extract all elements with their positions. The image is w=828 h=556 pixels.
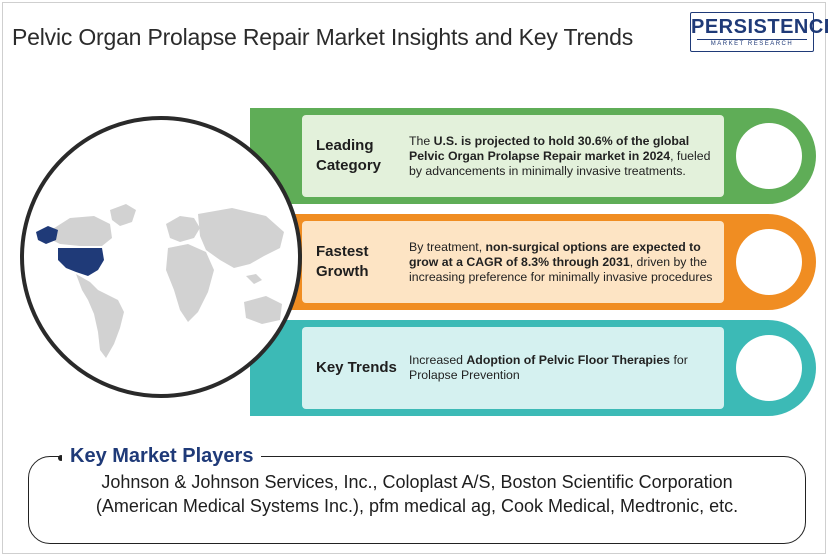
globe bbox=[18, 114, 304, 400]
description-highlight: Adoption of Pelvic Floor Therapies bbox=[466, 353, 671, 367]
description-text: Increased bbox=[409, 353, 467, 367]
description-text: , fueled by advancements in minimally in… bbox=[409, 148, 711, 178]
insight-description: The U.S. is projected to hold 30.6% of t… bbox=[397, 134, 724, 179]
insight-description: By treatment, non-surgical options are e… bbox=[397, 240, 724, 285]
description-text: for Prolapse Prevention bbox=[409, 353, 688, 382]
description-highlight: U.S. is projected to hold 30.6% of the g… bbox=[409, 133, 690, 163]
band-circle-icon bbox=[736, 335, 802, 401]
key-players-list: Johnson & Johnson Services, Inc., Colopl… bbox=[95, 472, 739, 516]
key-players-heading: Key Market Players bbox=[62, 444, 262, 468]
insight-label: Key Trends bbox=[316, 359, 397, 376]
band-circle-icon bbox=[736, 123, 802, 189]
description-text: By treatment, bbox=[409, 239, 486, 254]
logo-main-text: PERSISTENCE bbox=[691, 16, 828, 38]
insight-card: Leading Category The U.S. is projected t… bbox=[302, 115, 724, 197]
insight-band-fastest-growth: Fastest Growth By treatment, non-surgica… bbox=[250, 214, 816, 310]
insight-band-key-trends: Key Trends Increased Adoption of Pelvic … bbox=[250, 320, 816, 416]
page-title: Pelvic Organ Prolapse Repair Market Insi… bbox=[12, 24, 634, 50]
description-text: The bbox=[409, 133, 434, 148]
world-map-icon bbox=[20, 116, 302, 398]
key-players-box bbox=[28, 456, 806, 544]
insight-description: Increased Adoption of Pelvic Floor Thera… bbox=[397, 353, 724, 383]
description-highlight: non-surgical options are expected to gro… bbox=[409, 239, 701, 269]
persistence-logo: PERSISTENCE MARKET RESEARCH bbox=[690, 12, 828, 52]
insight-label: Leading Category bbox=[316, 137, 382, 174]
insight-card: Key Trends Increased Adoption of Pelvic … bbox=[302, 327, 724, 409]
band-circle-icon bbox=[736, 229, 802, 295]
description-text: , driven by the increasing preference fo… bbox=[409, 254, 713, 284]
insight-band-leading-category: Leading Category The U.S. is projected t… bbox=[250, 108, 816, 204]
logo-sub-text: MARKET RESEARCH bbox=[697, 39, 807, 48]
insight-label: Fastest Growth bbox=[316, 243, 369, 280]
bullet-icon bbox=[58, 455, 64, 461]
insight-card: Fastest Growth By treatment, non-surgica… bbox=[302, 221, 724, 303]
